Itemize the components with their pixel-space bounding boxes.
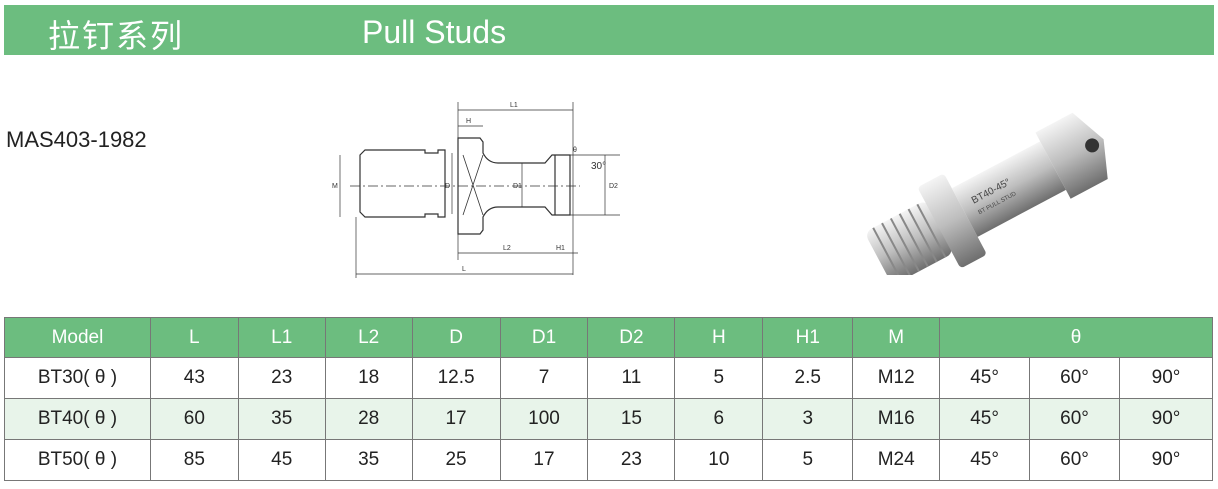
table-cell: 85 — [149, 439, 239, 481]
table-cell: 25 — [411, 439, 501, 481]
label-theta: θ — [573, 147, 577, 154]
table-cell: 17 — [499, 439, 589, 481]
standard-label: MAS403-1982 — [6, 127, 147, 152]
table-cell: 90° — [1118, 439, 1214, 481]
label-l: L — [462, 266, 466, 273]
label-m: M — [332, 183, 338, 190]
table-cell: 12.5 — [411, 357, 501, 399]
title-band: 拉钉系列 Pull Studs — [4, 5, 1214, 55]
table-cell: M24 — [852, 439, 941, 481]
table-cell: 60 — [149, 398, 239, 440]
col-h: H — [674, 317, 764, 358]
table-cell: 35 — [324, 439, 413, 481]
table-cell: 60° — [1029, 439, 1120, 481]
col-model: Model — [4, 317, 151, 358]
table-cell: 2.5 — [762, 357, 854, 399]
col-d2: D2 — [587, 317, 676, 358]
table-cell: 18 — [324, 357, 413, 399]
table-cell: 90° — [1118, 357, 1214, 399]
technical-drawing: L1 H L2 H1 L M D D1 D2 30° θ — [332, 102, 620, 278]
col-d: D — [411, 317, 501, 358]
table-cell: M16 — [852, 398, 941, 440]
table-cell: 90° — [1118, 398, 1214, 440]
title-en: Pull Studs — [362, 14, 507, 50]
table-cell: 60° — [1029, 357, 1120, 399]
table-cell: 45° — [939, 398, 1031, 440]
table-cell: BT30( θ ) — [4, 357, 151, 399]
table-cell: 11 — [587, 357, 676, 399]
table-cell: 45° — [939, 357, 1031, 399]
table-cell: 60° — [1029, 398, 1120, 440]
label-h1: H1 — [556, 245, 565, 252]
table-cell: 3 — [762, 398, 854, 440]
table-cell: 23 — [237, 357, 326, 399]
specs-table: Model L L1 L2 D D1 D2 H H1 M θ BT30( θ )… — [4, 317, 1214, 481]
table-cell: 43 — [149, 357, 239, 399]
label-l1: L1 — [510, 102, 518, 109]
table-cell: 6 — [674, 398, 764, 440]
label-l2: L2 — [503, 245, 511, 252]
title-cn: 拉钉系列 — [48, 17, 185, 55]
table-cell: 45° — [939, 439, 1031, 481]
table-cell: 10 — [674, 439, 764, 481]
table-cell: 28 — [324, 398, 413, 440]
label-d: D — [445, 183, 450, 190]
col-d1: D1 — [499, 317, 589, 358]
col-l2: L2 — [324, 317, 413, 358]
stud-outline — [350, 137, 580, 235]
table-cell: BT50( θ ) — [4, 439, 151, 481]
table-cell: 100 — [499, 398, 589, 440]
table-cell: 15 — [587, 398, 676, 440]
table-cell: 5 — [762, 439, 854, 481]
pull-stud-photo: BT40-45° BT PULL STUD — [867, 112, 1108, 275]
label-d1: D1 — [513, 183, 522, 190]
col-l1: L1 — [237, 317, 326, 358]
table-cell: 17 — [411, 398, 501, 440]
table-cell: 7 — [499, 357, 589, 399]
label-d2: D2 — [609, 183, 618, 190]
col-h1: H1 — [762, 317, 854, 358]
table-cell: BT40( θ ) — [4, 398, 151, 440]
label-h: H — [466, 118, 471, 125]
table-header: Model L L1 L2 D D1 D2 H H1 M θ — [4, 317, 1213, 358]
col-l: L — [149, 317, 239, 358]
label-angle: 30° — [591, 161, 606, 172]
table-cell: 5 — [674, 357, 764, 399]
table-cell: 23 — [587, 439, 676, 481]
col-m: M — [852, 317, 941, 358]
col-theta: θ — [939, 317, 1213, 358]
table-cell: 45 — [237, 439, 326, 481]
table-cell: M12 — [852, 357, 941, 399]
table-cell: 35 — [237, 398, 326, 440]
